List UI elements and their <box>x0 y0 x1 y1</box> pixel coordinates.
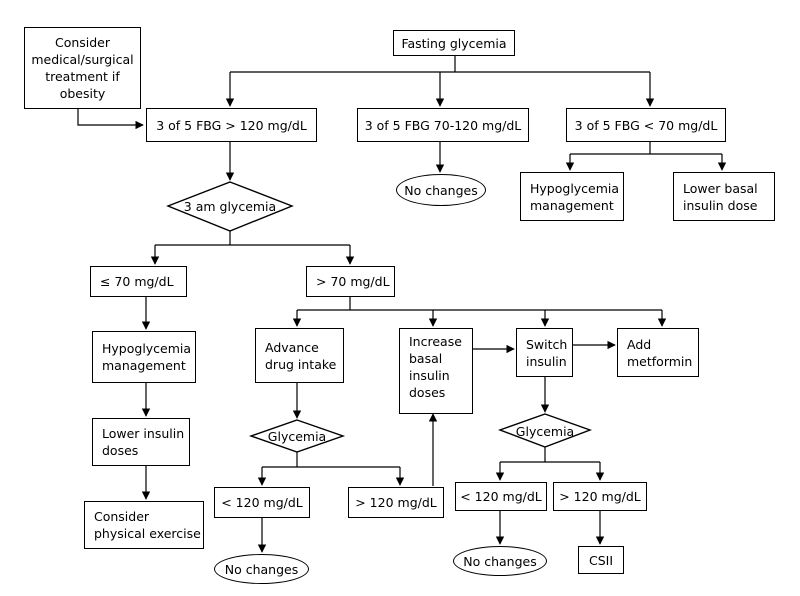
am-glycemia-diamond <box>166 181 294 232</box>
gt-120-box-2: > 120 mg/dL <box>553 482 647 511</box>
advance-drug-intake-box: Advance drug intake <box>255 328 344 383</box>
glycemia-1-diamond <box>248 419 346 453</box>
le-70-box: ≤ 70 mg/dL <box>90 266 187 297</box>
fbg-normal-box: 3 of 5 FBG 70-120 mg/dL <box>357 108 529 142</box>
gt-70-box: > 70 mg/dL <box>306 266 395 297</box>
consider-physical-exercise-box: Consider physical exercise <box>84 501 204 549</box>
csii-box: CSII <box>578 546 624 574</box>
am-glycemia-label: 3 am glycemia <box>183 198 277 214</box>
hypoglycemia-management-box-1: Hypoglycemia management <box>520 172 624 221</box>
fbg-low-box: 3 of 5 FBG < 70 mg/dL <box>566 108 726 142</box>
increase-basal-doses-box: Increase basal insulin doses <box>399 328 473 414</box>
no-changes-oval-1: No changes <box>396 174 486 206</box>
lower-insulin-doses-box: Lower insulin doses <box>92 418 190 466</box>
glycemia-label-2: Glycemia <box>515 423 575 439</box>
lower-basal-dose-box: Lower basal insulin dose <box>673 172 775 221</box>
fasting-glycemia-box: Fasting glycemia <box>393 30 515 56</box>
no-changes-oval-3: No changes <box>453 546 547 576</box>
gt-120-box-1: > 120 mg/dL <box>348 487 444 518</box>
glycemia-2-diamond <box>497 413 593 448</box>
switch-insulin-box: Switch insulin <box>516 328 573 377</box>
fbg-high-box: 3 of 5 FBG > 120 mg/dL <box>146 108 317 142</box>
glycemia-label-1: Glycemia <box>267 428 327 444</box>
lt-120-box-1: < 120 mg/dL <box>214 487 310 518</box>
lt-120-box-2: < 120 mg/dL <box>455 482 547 511</box>
no-changes-oval-2: No changes <box>214 554 309 584</box>
add-metformin-box: Add metformin <box>617 328 699 377</box>
consider-treatment-box: Consider medical/surgical treatment if o… <box>24 27 141 109</box>
hypoglycemia-management-box-2: Hypoglycemia management <box>92 331 196 383</box>
